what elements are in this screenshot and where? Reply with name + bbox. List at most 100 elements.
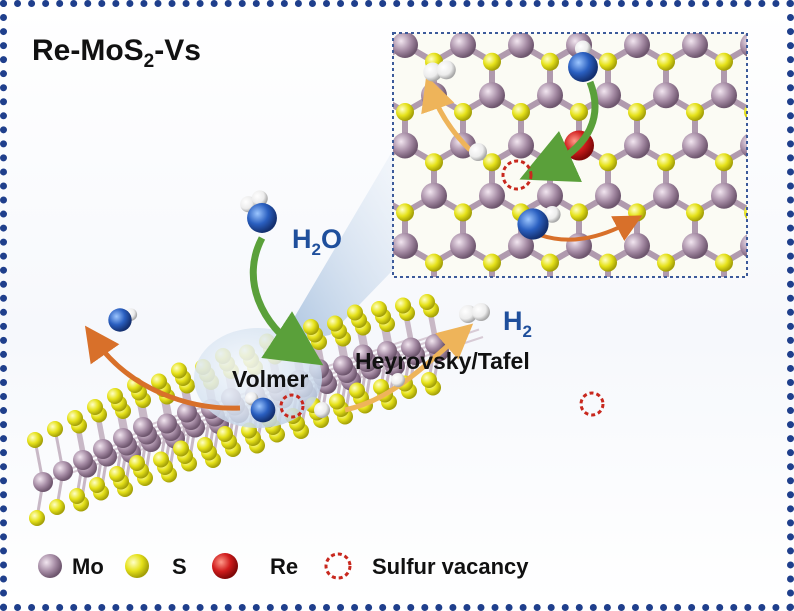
- inset-mo-atom: [624, 333, 650, 359]
- inset-bond: [782, 196, 794, 213]
- inset-mo-atom: [653, 283, 679, 309]
- inset-s-atom: [570, 102, 588, 121]
- slab-s-atom-bottom: [217, 426, 233, 442]
- inset-s-atom: [657, 52, 675, 71]
- inset-s-atom: [570, 203, 588, 222]
- inset-bond: [666, 346, 695, 363]
- inset-h2-arrow: [421, 75, 472, 152]
- inset-mo-atom: [450, 232, 476, 259]
- inset-s-atom: [367, 53, 385, 71]
- inset-mo-atom: [479, 182, 505, 209]
- inset-s-atom: [599, 354, 617, 372]
- slab-s-atom-top: [151, 373, 167, 390]
- slab-s-atom-bottom: [421, 372, 437, 388]
- inset-mo-atom: [508, 0, 534, 8]
- inset-bond: [637, 0, 666, 12]
- slab-s-atom-top: [87, 399, 103, 415]
- inset-mo-atom: [769, 283, 794, 309]
- slab-mo-atom: [93, 439, 113, 459]
- slab-s-atom-top: [371, 301, 387, 317]
- legend-vacancy-label: Sulfur vacancy: [372, 554, 529, 579]
- inset-mo-atom: [334, 32, 360, 58]
- inset-bond: [521, 0, 550, 12]
- inset-mo-atom: [711, 283, 737, 309]
- oxygen-atom: [517, 208, 549, 240]
- h2-label: H2: [503, 306, 532, 341]
- inset-s-atom: [715, 52, 733, 71]
- inset-s-atom: [512, 102, 530, 121]
- inset-mo-atom: [537, 82, 563, 109]
- inset-s-atom: [483, 153, 501, 172]
- inset-s-atom: [367, 3, 385, 21]
- legend-re-label: Re: [270, 554, 298, 579]
- inset-bond: [782, 0, 794, 12]
- inset-oh-molecule: [517, 206, 561, 240]
- legend-vacancy-swatch: [324, 552, 352, 580]
- inset-mo-atom: [740, 133, 747, 157]
- inset-mo-atom: [769, 183, 794, 209]
- inset-bond: [753, 95, 782, 112]
- inset-s-atom: [686, 102, 704, 121]
- inset-mo-atom: [740, 333, 766, 359]
- inset-bond: [463, 0, 492, 12]
- slab-s-atom-top: [27, 432, 43, 448]
- inset-sulfur-vacancy: [501, 159, 533, 191]
- inset-bond: [550, 0, 579, 12]
- inset-h2o-molecule: [568, 40, 598, 82]
- inset-mo-atom: [334, 0, 360, 8]
- inset-bond: [492, 0, 521, 12]
- legend-s-swatch: [125, 554, 149, 578]
- oxygen-atom: [250, 397, 276, 423]
- inset-s-atom: [425, 153, 443, 172]
- inset-s-atom: [454, 203, 472, 222]
- slab-s-atom-bottom: [349, 382, 365, 399]
- heyrovsky-tafel-label: Heyrovsky/Tafel: [355, 348, 530, 374]
- oxygen-atom: [568, 52, 598, 82]
- inset-s-atom: [773, 254, 791, 272]
- slab-mo-atom: [377, 341, 397, 361]
- slab-s-atom-bottom: [69, 488, 85, 504]
- slab-mo-atom: [177, 402, 197, 423]
- inset-mo-atom: [508, 33, 534, 58]
- inset-s-atom: [744, 205, 747, 220]
- inset-bond: [608, 0, 637, 12]
- inset-s-atom: [570, 304, 588, 322]
- inset-bond: [753, 45, 782, 62]
- inset-s-atom: [541, 52, 559, 71]
- inset-s-atom: [773, 53, 791, 71]
- inset-mo-atom: [566, 0, 592, 8]
- inset-s-atom: [483, 253, 501, 272]
- h2o-label: H2O: [292, 224, 342, 259]
- inset-bond: [782, 95, 794, 112]
- inset-bond: [347, 0, 376, 12]
- slab-s-atom-bottom: [129, 455, 145, 471]
- inset-s-atom: [773, 354, 791, 372]
- inset-bond: [782, 296, 794, 313]
- inset-s-atom: [541, 354, 559, 372]
- slab-s-atom-bottom: [153, 451, 169, 468]
- slab-s-atom-top: [327, 315, 343, 332]
- slab-sulfur-vacancy: [279, 393, 305, 419]
- inset-bond: [376, 0, 405, 12]
- inset-mo-atom: [479, 82, 505, 109]
- inset-s-atom: [686, 203, 704, 222]
- inset-h2-molecule: [423, 60, 456, 82]
- inset-s-atom: [773, 3, 791, 21]
- inset-s-atom: [628, 102, 646, 121]
- inset-bond: [521, 296, 550, 313]
- inset-mo-atom: [682, 33, 708, 58]
- hydrogen-atom: [543, 206, 561, 223]
- legend-s-label: S: [172, 554, 187, 579]
- inset-s-atom: [657, 3, 675, 21]
- slab-mo-atom: [401, 337, 421, 358]
- inset-bond: [405, 0, 434, 12]
- inset-s-atom: [425, 253, 443, 272]
- inset-mo-atom: [740, 234, 747, 258]
- h2o-adsorption-arrow: [249, 236, 324, 366]
- slab-mo-atom: [113, 428, 133, 448]
- inset-mo-atom: [393, 132, 418, 159]
- slab-sulfur-vacancy-2: [579, 391, 605, 417]
- inset-bond: [782, 45, 794, 62]
- inset-s-atom: [541, 253, 559, 272]
- hydrogen-atom: [472, 303, 490, 321]
